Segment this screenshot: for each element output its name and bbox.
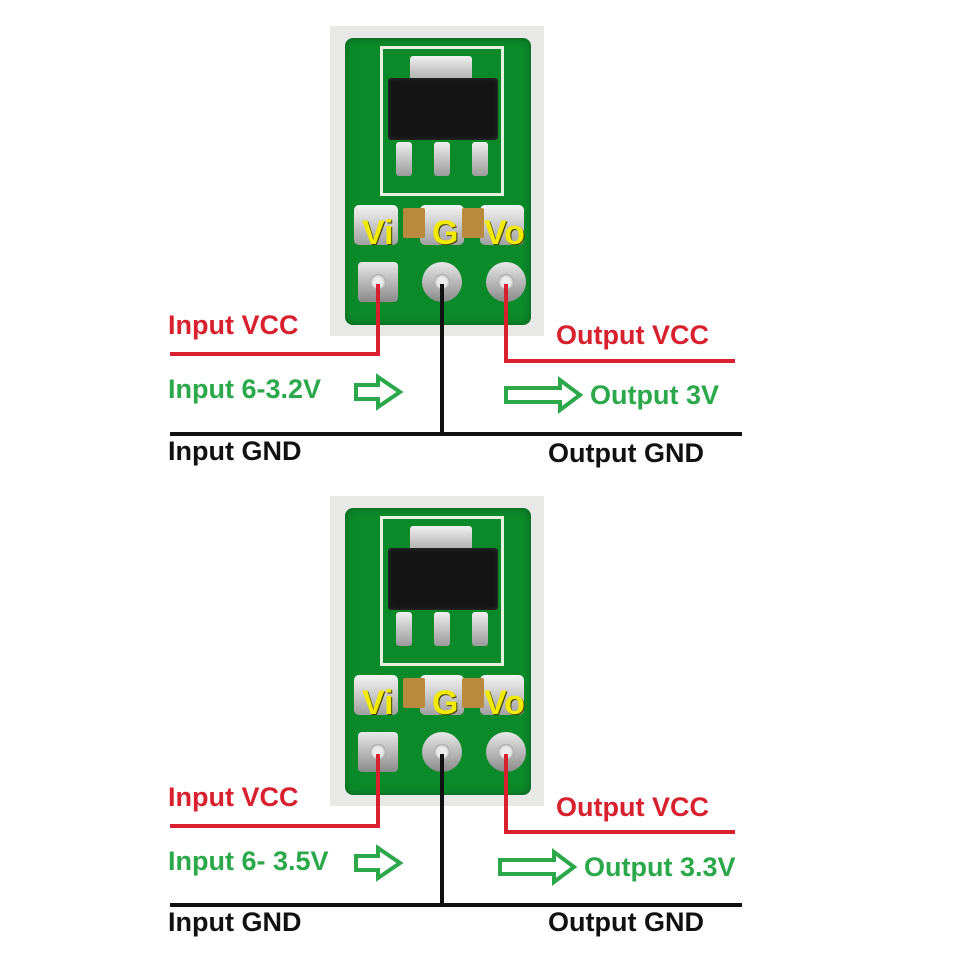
input-range-label: Input 6- 3.5V <box>168 846 329 876</box>
regulator-diagram-bottom: Vi G Vo Input VCC Output VCC Input 6- 3.… <box>0 470 960 940</box>
output-vcc-label: Output VCC <box>556 792 709 822</box>
solder-pad <box>480 675 524 715</box>
regulator-chip <box>388 548 498 610</box>
input-gnd-label: Input GND <box>168 907 302 937</box>
regulator-tab <box>410 526 472 552</box>
input-gnd-label: Input GND <box>168 436 302 466</box>
smd-capacitor <box>403 678 425 708</box>
input-vcc-wire <box>170 754 380 828</box>
output-arrow-icon <box>504 376 584 414</box>
output-vcc-label: Output VCC <box>556 320 709 350</box>
chip-lead <box>472 612 488 646</box>
solder-pad <box>480 205 524 245</box>
input-arrow-icon <box>354 373 404 411</box>
output-voltage-label: Output 3V <box>590 380 719 410</box>
solder-pad <box>354 205 398 245</box>
chip-lead <box>396 142 412 176</box>
wiring <box>170 754 742 907</box>
solder-pad <box>420 675 464 715</box>
pin-hole-vo <box>486 732 526 772</box>
pin-label-g: G <box>432 684 459 722</box>
silkscreen-outline <box>380 516 504 666</box>
regulator-diagram-top: Vi G Vo Input VCC Output VCC Input 6-3.2… <box>0 0 960 470</box>
chip-lead <box>396 612 412 646</box>
output-gnd-label: Output GND <box>548 907 704 937</box>
pin-label-vi: Vi <box>362 214 394 252</box>
wiring <box>170 284 742 436</box>
chip-lead <box>472 142 488 176</box>
output-arrow-icon <box>498 848 578 886</box>
solder-pad <box>420 205 464 245</box>
silkscreen-outline <box>380 46 504 196</box>
pin-label-vi: Vi <box>362 684 394 722</box>
pin-label-vo: Vo <box>484 684 525 722</box>
output-vcc-wire <box>504 754 735 834</box>
regulator-chip <box>388 78 498 140</box>
smd-capacitor <box>403 208 425 238</box>
smd-capacitor <box>462 678 484 708</box>
pin-label-g: G <box>432 214 459 252</box>
solder-pad <box>354 675 398 715</box>
input-vcc-label: Input VCC <box>168 310 299 340</box>
chip-lead <box>434 142 450 176</box>
regulator-tab <box>410 56 472 82</box>
output-gnd-label: Output GND <box>548 438 704 468</box>
input-range-label: Input 6-3.2V <box>168 374 322 404</box>
pin-label-vo: Vo <box>484 214 525 252</box>
smd-capacitor <box>462 208 484 238</box>
output-vcc-wire <box>504 284 735 363</box>
chip-lead <box>434 612 450 646</box>
input-vcc-label: Input VCC <box>168 782 299 812</box>
input-arrow-icon <box>354 844 404 882</box>
output-voltage-label: Output 3.3V <box>584 852 736 882</box>
input-vcc-wire <box>170 284 380 356</box>
